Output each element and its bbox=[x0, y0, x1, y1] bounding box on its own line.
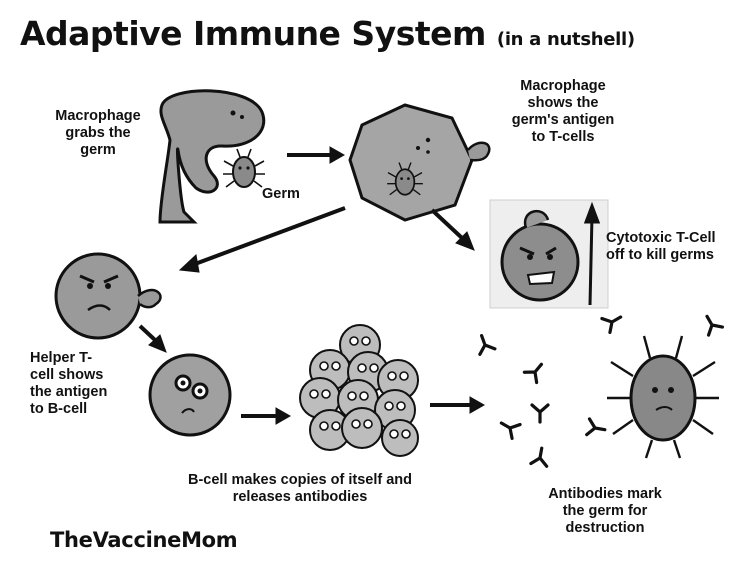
helper-t-cell-icon bbox=[54, 252, 162, 340]
marked-germ-icon bbox=[607, 335, 719, 459]
brand-logo: TheVaccineMom bbox=[50, 528, 238, 552]
title-main: Adaptive Immune System bbox=[20, 14, 486, 53]
label-macrophage-shows: Macrophage shows the germ's antigen to T… bbox=[511, 78, 615, 145]
title-subtitle: (in a nutshell) bbox=[496, 29, 635, 50]
macrophage-icon bbox=[158, 89, 266, 224]
page-title: Adaptive Immune System (in a nutshell) bbox=[20, 14, 635, 53]
germ-icon bbox=[222, 148, 266, 188]
b-cell-clones-icon bbox=[299, 324, 419, 457]
label-helper: Helper T- cell shows the antigen to B-ce… bbox=[30, 350, 108, 417]
arrow-icon bbox=[138, 146, 486, 425]
b-cell-icon bbox=[148, 353, 232, 437]
label-germ: Germ bbox=[262, 186, 300, 202]
label-bcell-copies: B-cell makes copies of itself and releas… bbox=[187, 472, 413, 505]
label-antibodies-mark: Antibodies mark the germ for destruction bbox=[548, 486, 662, 536]
label-macrophage-grabs: Macrophage grabs the germ bbox=[55, 108, 141, 158]
label-cytotoxic: Cytotoxic T-Cell off to kill germs bbox=[606, 230, 716, 263]
cytotoxic-t-cell-icon bbox=[500, 201, 601, 306]
macrophage-antigen-icon bbox=[348, 103, 491, 222]
